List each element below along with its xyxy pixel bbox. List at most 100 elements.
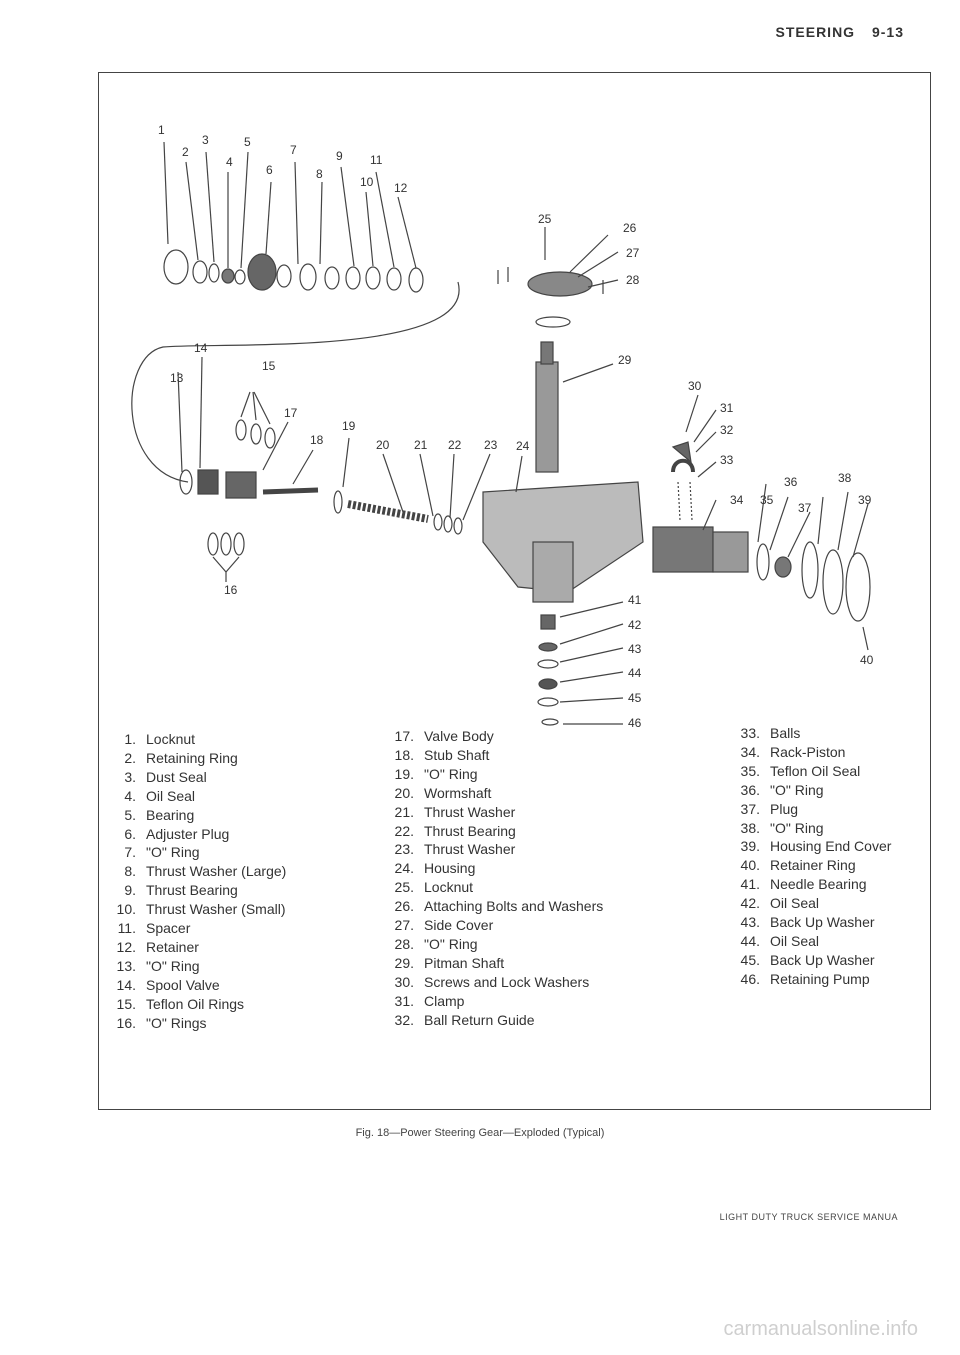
legend-item-label: Locknut [424, 879, 474, 896]
legend-item-label: Retaining Ring [146, 749, 238, 766]
callout-43: 43 [628, 642, 642, 656]
legend-item: 32.Ball Return Guide [378, 1011, 603, 1030]
legend-item-label: Thrust Bearing [424, 822, 516, 839]
part-locknut [163, 249, 189, 285]
callout-40: 40 [860, 653, 874, 667]
figure-frame [98, 72, 931, 1110]
legend-item-number: 13. [116, 957, 136, 974]
legend-item-label: Teflon Oil Seal [770, 762, 861, 779]
legend-item: 18.Stub Shaft [378, 746, 603, 765]
legend-item-number: 34. [740, 743, 760, 760]
legend-item: 4.Oil Seal [100, 787, 286, 806]
legend-item: 26.Attaching Bolts and Washers [378, 897, 604, 916]
legend-item-label: "O" Ring [146, 957, 200, 974]
legend-item-label: Retaining Pump [770, 970, 870, 987]
footer-text: LIGHT DUTY TRUCK SERVICE MANUA [719, 1212, 898, 1222]
part-wormshaft [347, 500, 429, 523]
legend-item-label: Needle Bearing [770, 876, 867, 893]
callout-25: 25 [538, 212, 552, 226]
legend-item-number: 35. [740, 762, 760, 779]
callout-32: 32 [720, 423, 734, 437]
legend-item-number: 7. [124, 844, 136, 861]
callout-21: 21 [414, 438, 428, 452]
legend-item-number: 16. [116, 1014, 136, 1031]
legend-item-label: Bearing [146, 806, 195, 823]
legend-item: 2.Retaining Ring [100, 749, 286, 768]
legend-item-label: Rack-Piston [770, 743, 846, 760]
part-stub-shaft [262, 487, 319, 495]
legend-item: 40. Retainer Ring [724, 856, 891, 875]
legend-item-number: 27. [394, 917, 414, 934]
legend-item-label: Valve Body [424, 728, 494, 744]
legend-item-label: Wormshaft [424, 784, 492, 801]
part-pitman-shaft [535, 361, 559, 473]
legend-item: 30.Screws and Lock Washers [378, 973, 603, 992]
legend-item-label: Spool Valve [146, 976, 220, 993]
legend-item: 42.Oil Seal [724, 894, 891, 913]
callout-29: 29 [618, 353, 632, 367]
callout-28: 28 [626, 273, 640, 287]
legend-item-label: Adjuster Plug [146, 825, 230, 842]
legend-item: 28."O" Ring [378, 935, 603, 954]
callout-22: 22 [448, 438, 462, 452]
callout-44: 44 [628, 666, 642, 680]
callout-26: 26 [623, 221, 637, 235]
callout-10: 10 [360, 175, 374, 189]
legend-item-number: 38. [740, 819, 760, 836]
legend-item: 44.Oil Seal [724, 932, 891, 951]
legend-item-number: 26. [394, 898, 414, 915]
legend-item-label: "O" Rings [146, 1014, 207, 1031]
legend-item-label: "O" Ring [770, 781, 824, 798]
legend-item-number: 24. [394, 860, 414, 877]
part-spool-valve [197, 469, 219, 495]
legend-item-number: 22. [394, 822, 414, 839]
legend-item-label: Clamp [424, 992, 465, 1009]
legend-item-number: 3. [124, 768, 136, 785]
callout-24: 24 [516, 439, 530, 453]
legend-item-label: Thrust Washer (Large) [146, 863, 287, 880]
part-rack-piston [652, 526, 714, 573]
callout-9: 9 [336, 149, 343, 163]
legend-item-label: "O" Ring [770, 819, 824, 836]
legend-item-label: "O" Ring [146, 844, 200, 861]
legend-item-number: 21. [394, 803, 414, 820]
legend-item: 13. "O" Ring [100, 957, 286, 976]
legend-item: 29.Pitman Shaft [378, 954, 603, 973]
legend-item-number: 30. [394, 973, 414, 990]
assembly-path-line [131, 281, 460, 483]
legend-item: 1.Locknut [100, 730, 286, 749]
callout-45: 45 [628, 691, 642, 705]
legend-item-number: 18. [394, 746, 414, 763]
legend-item: 8.Thrust Washer (Large) [100, 862, 286, 881]
callout-8: 8 [316, 167, 323, 181]
legend-item-number: 42. [740, 895, 760, 912]
part-valve-body [225, 471, 257, 499]
legend-item-number: 40. [740, 857, 760, 874]
legend-item-number: 37. [740, 800, 760, 817]
part-adjuster-plug [247, 253, 277, 291]
callout-41: 41 [628, 593, 642, 607]
legend-item-label: Retainer Ring [770, 857, 856, 874]
callout-11: 11 [370, 153, 383, 167]
legend-item-number: 20. [394, 784, 414, 801]
legend-item-number: 41. [740, 876, 760, 893]
callout-35: 35 [760, 493, 774, 507]
figure-caption: Fig. 18—Power Steering Gear—Exploded (Ty… [355, 1127, 605, 1139]
callout-5: 5 [244, 135, 251, 149]
legend-item: 33.Balls [724, 724, 891, 743]
legend-item-label: Pitman Shaft [424, 954, 505, 971]
legend-item-label: Plug [770, 800, 799, 817]
legend-item-number: 10. [116, 901, 136, 918]
legend-item: 45.Back Up Washer [724, 951, 891, 970]
legend-item-number: 32. [394, 1011, 414, 1028]
legend-item-label: Thrust Washer [424, 841, 516, 858]
legend-item-label: Spacer [146, 920, 191, 937]
callout-27: 27 [626, 246, 640, 260]
legend-item-number: 28. [394, 935, 414, 952]
callout-30: 30 [688, 379, 702, 393]
callout-31: 31 [720, 401, 734, 415]
legend-item: 41. Needle Bearing [724, 875, 891, 894]
legend-item-number: 9. [124, 882, 136, 899]
legend-item-number: 36. [740, 781, 760, 798]
